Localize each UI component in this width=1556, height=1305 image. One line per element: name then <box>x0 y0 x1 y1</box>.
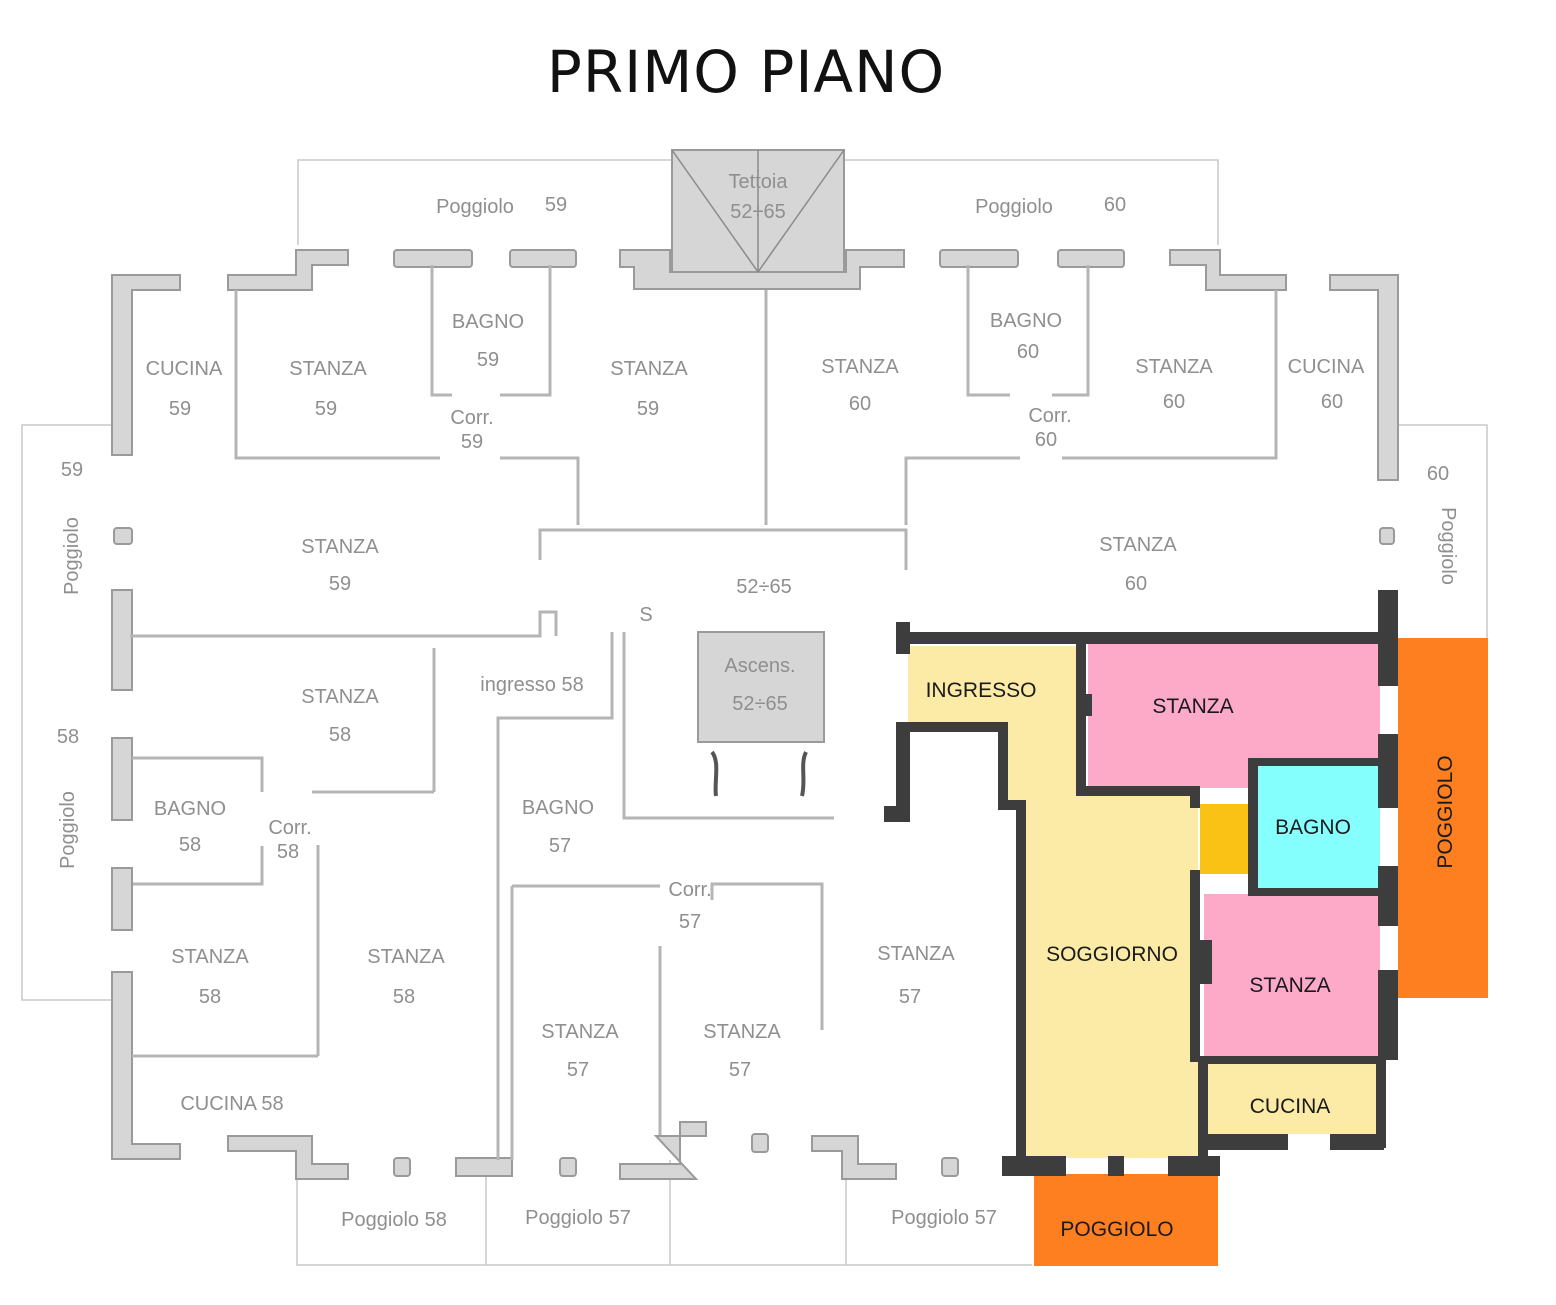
highlighted-unit <box>908 638 1488 1266</box>
poggiolo-right <box>1398 638 1488 998</box>
room-bagno <box>1258 764 1380 890</box>
room-cucina <box>1206 1062 1380 1134</box>
faded-label-bagno-57-b: 57 <box>549 835 571 857</box>
faded-label-stanza-58a-b: 58 <box>329 724 351 746</box>
faded-label-poggiolo-57-bot-b: Poggiolo 57 <box>891 1207 997 1229</box>
faded-label-stanza-59b-a: STANZA <box>610 358 688 380</box>
faded-label-stanza-57b-a: STANZA <box>703 1021 781 1043</box>
faded-label-stanza-59c-a: STANZA <box>301 536 379 558</box>
highlighted-walls <box>884 590 1398 1176</box>
label-poggiolo-right: POGGIOLO <box>1434 755 1457 868</box>
page-title: PRIMO PIANO <box>546 38 946 106</box>
faded-label-cucina-59-a: CUCINA <box>146 358 223 380</box>
faded-label-stanza-57c-b: 57 <box>899 986 921 1008</box>
faded-label-poggiolo-60-top-a: Poggiolo <box>975 196 1053 218</box>
faded-label-poggiolo-60-top-b: 60 <box>1104 194 1126 216</box>
faded-label-corr-58-b: 58 <box>277 841 299 863</box>
faded-label-corr-57-b: 57 <box>679 911 701 933</box>
faded-label-poggiolo-59-side-num: 59 <box>61 459 83 481</box>
label-stanza-1: STANZA <box>1152 695 1233 718</box>
faded-label-tettoia-2: 52÷65 <box>730 201 785 223</box>
poggiolo-bottom <box>1034 1174 1218 1266</box>
label-cucina: CUCINA <box>1250 1095 1331 1118</box>
room-ingresso-soggiorno <box>908 646 1198 1158</box>
faded-label-poggiolo-59-top-b: 59 <box>545 194 567 216</box>
faded-label-stanza-58a-a: STANZA <box>301 686 379 708</box>
faded-label-stanza-58c-a: STANZA <box>367 946 445 968</box>
faded-label-stanza-60c-b: 60 <box>1125 573 1147 595</box>
room-stanza-2 <box>1204 894 1380 1058</box>
faded-label-poggiolo-58-side-num: 58 <box>57 726 79 748</box>
faded-label-stanza-58b-b: 58 <box>199 986 221 1008</box>
faded-label-stanza-57b-b: 57 <box>729 1059 751 1081</box>
faded-label-ascens-b: 52÷65 <box>732 693 787 715</box>
faded-label-bagno-59-b: 59 <box>477 349 499 371</box>
room-stanza-1 <box>1088 642 1380 788</box>
faded-label-stanza-60b-a: STANZA <box>1135 356 1213 378</box>
faded-label-stanza-57c-a: STANZA <box>877 943 955 965</box>
faded-labels: Tettoia 52÷65 Poggiolo 59 Poggiolo 60 CU… <box>57 171 1459 1231</box>
faded-label-stair-s: S <box>639 604 652 626</box>
faded-label-cucina-59-b: 59 <box>169 398 191 420</box>
faded-label-stanza-57a-a: STANZA <box>541 1021 619 1043</box>
faded-label-stanza-58b-a: STANZA <box>171 946 249 968</box>
faded-label-stanza-60b-b: 60 <box>1163 391 1185 413</box>
faded-label-ascens-a: Ascens. <box>724 655 795 677</box>
label-ingresso: INGRESSO <box>926 679 1037 702</box>
faded-label-poggiolo-57-bot-a: Poggiolo 57 <box>525 1207 631 1229</box>
faded-label-stanza-58c-b: 58 <box>393 986 415 1008</box>
faded-label-stanza-60c-a: STANZA <box>1099 534 1177 556</box>
faded-label-stanza-59c-b: 59 <box>329 573 351 595</box>
label-soggiorno: SOGGIORNO <box>1046 943 1178 966</box>
label-poggiolo-bottom: POGGIOLO <box>1060 1218 1173 1241</box>
unit-room-labels: INGRESSO STANZA BAGNO SOGGIORNO STANZA C… <box>926 679 1457 1241</box>
faded-label-stanza-60a-b: 60 <box>849 393 871 415</box>
faded-label-poggiolo-59-top-a: Poggiolo <box>436 196 514 218</box>
faded-label-cucina-58: CUCINA 58 <box>180 1093 283 1115</box>
faded-label-corr-58-a: Corr. <box>268 817 311 839</box>
faded-label-corr-60-b: 60 <box>1035 429 1057 451</box>
faded-label-corr-57-a: Corr. <box>668 879 711 901</box>
faded-label-cucina-60-b: 60 <box>1321 391 1343 413</box>
faded-label-stanza-57a-b: 57 <box>567 1059 589 1081</box>
room-disimpegno <box>1200 804 1254 874</box>
faded-walls <box>111 149 1399 1180</box>
faded-label-poggiolo-60-side-txt: Poggiolo <box>1437 507 1459 585</box>
faded-label-poggiolo-58-bot: Poggiolo 58 <box>341 1209 447 1231</box>
faded-label-bagno-58-b: 58 <box>179 834 201 856</box>
faded-label-stanza-59b-b: 59 <box>637 398 659 420</box>
faded-label-corr-59-b: 59 <box>461 431 483 453</box>
faded-label-bagno-59-a: BAGNO <box>452 311 524 333</box>
label-bagno: BAGNO <box>1275 816 1351 839</box>
faded-label-cucina-60-a: CUCINA <box>1288 356 1365 378</box>
faded-label-poggiolo-60-side-num: 60 <box>1427 463 1449 485</box>
faded-label-bagno-58-a: BAGNO <box>154 798 226 820</box>
faded-label-corr-60-a: Corr. <box>1028 405 1071 427</box>
label-stanza-2: STANZA <box>1249 974 1330 997</box>
faded-label-stanza-60a-a: STANZA <box>821 356 899 378</box>
faded-label-bagno-60-b: 60 <box>1017 341 1039 363</box>
faded-label-bagno-60-a: BAGNO <box>990 310 1062 332</box>
faded-label-bagno-57-a: BAGNO <box>522 797 594 819</box>
faded-label-ingresso-58: ingresso 58 <box>480 674 583 696</box>
faded-label-poggiolo-59-side-txt: Poggiolo <box>61 517 83 595</box>
faded-label-stanza-59a-a: STANZA <box>289 358 367 380</box>
faded-label-tettoia-1: Tettoia <box>729 171 789 193</box>
faded-label-poggiolo-58-side-txt: Poggiolo <box>57 791 79 869</box>
faded-label-corr-59-a: Corr. <box>450 407 493 429</box>
faded-label-landing: 52÷65 <box>736 576 791 598</box>
faded-label-stanza-59a-b: 59 <box>315 398 337 420</box>
